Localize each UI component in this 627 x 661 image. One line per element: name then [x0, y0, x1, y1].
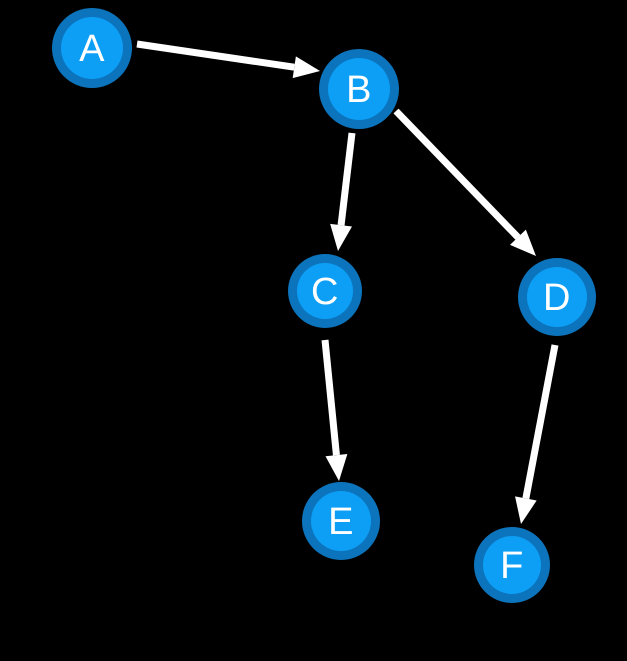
graph-edge-B-D	[393, 108, 536, 256]
node-fill-F	[483, 536, 541, 594]
edge-arrowhead-B-D	[510, 229, 536, 256]
edge-line-B-C	[337, 132, 356, 226]
node-fill-E	[311, 491, 371, 551]
nodes-layer: A B C D E F	[52, 8, 596, 603]
graph-node-B[interactable]: B	[319, 49, 399, 129]
edge-line-B-D	[393, 108, 521, 240]
graph-node-D[interactable]: D	[518, 258, 596, 336]
node-fill-C	[297, 263, 353, 319]
edge-arrowhead-B-C	[330, 223, 352, 251]
graph-node-E[interactable]: E	[302, 482, 380, 560]
edge-arrowhead-D-F	[515, 496, 537, 524]
edge-line-C-E	[321, 339, 340, 456]
graph-node-F[interactable]: F	[474, 527, 550, 603]
node-fill-D	[527, 267, 587, 327]
graph-edge-C-E	[321, 339, 348, 481]
edge-arrowhead-A-B	[292, 56, 320, 79]
node-fill-A	[61, 17, 123, 79]
edge-line-D-F	[522, 344, 559, 500]
graph-node-A[interactable]: A	[52, 8, 132, 88]
graph-edge-A-B	[136, 40, 320, 79]
edge-arrowhead-C-E	[325, 454, 348, 481]
edge-line-A-B	[136, 40, 295, 71]
node-fill-B	[328, 58, 390, 120]
graph-edge-B-C	[330, 132, 356, 251]
edges-layer	[136, 40, 559, 524]
graph-node-C[interactable]: C	[288, 254, 362, 328]
graph-edge-D-F	[515, 344, 559, 524]
